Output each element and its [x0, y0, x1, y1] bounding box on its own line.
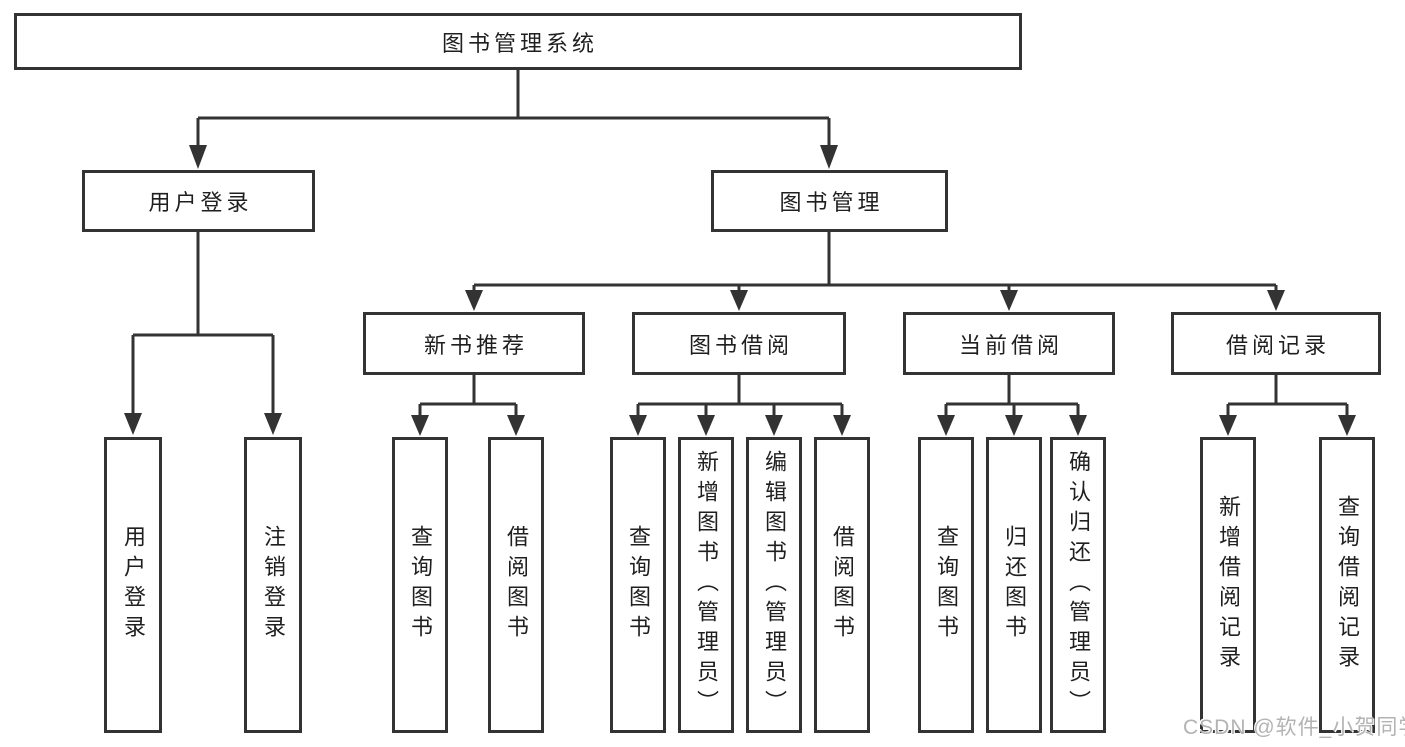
node-root-label: 图书管理系统: [441, 30, 598, 56]
arrowhead: [1005, 415, 1023, 436]
arrowhead: [629, 415, 647, 436]
node-current-borrow: 当前借阅: [903, 312, 1115, 375]
leaf-return-book-label: 归还图书: [1002, 525, 1027, 645]
leaf-logout: 注销登录: [244, 437, 302, 733]
arrowhead: [1069, 415, 1087, 436]
connector-records-to-leaves: [1226, 375, 1349, 417]
connector-bookmgmt-to-level3: [472, 232, 1278, 292]
arrowhead: [124, 413, 142, 435]
leaf-add-borrow-record-label: 新增借阅记录: [1216, 495, 1241, 675]
node-root: 图书管理系统: [14, 13, 1022, 70]
arrowhead: [189, 145, 207, 169]
leaf-edit-book-admin: 编辑图书（管理员）: [746, 437, 802, 733]
node-borrow-records: 借阅记录: [1171, 312, 1381, 375]
arrowhead: [1000, 290, 1018, 311]
leaf-borrow-book-recommend-label: 借阅图书: [504, 525, 529, 645]
node-book-management: 图书管理: [711, 170, 948, 232]
arrowhead: [697, 415, 715, 436]
node-book-borrow-label: 图书借阅: [688, 332, 793, 358]
arrowhead: [1219, 415, 1237, 436]
connector-newbook-to-leaves: [418, 375, 518, 417]
arrowhead: [1338, 415, 1356, 436]
node-user-login: 用户登录: [82, 170, 315, 232]
csdn-watermark: CSDN @软件_小贺同学: [1183, 716, 1405, 739]
arrowhead: [833, 415, 851, 436]
connector-userlogin-to-leaves: [131, 232, 275, 415]
leaf-query-book-borrow-label: 查询图书: [626, 525, 651, 645]
leaf-add-book-admin: 新增图书（管理员）: [678, 437, 734, 733]
node-borrow-records-label: 借阅记录: [1225, 332, 1330, 358]
leaf-query-book-borrow: 查询图书: [610, 437, 666, 733]
leaf-confirm-return-admin: 确认归还（管理员）: [1050, 437, 1106, 733]
arrowhead: [507, 415, 525, 436]
node-user-login-label: 用户登录: [148, 190, 253, 215]
arrowhead: [411, 415, 429, 436]
leaf-user-login: 用户登录: [104, 437, 162, 733]
leaf-query-book-current-label: 查询图书: [934, 525, 959, 645]
arrowhead: [820, 145, 838, 169]
node-new-book-recommend: 新书推荐: [363, 312, 585, 375]
leaf-return-book: 归还图书: [986, 437, 1042, 733]
leaf-add-book-admin-label: 新增图书（管理员）: [694, 450, 719, 720]
arrowhead: [937, 415, 955, 436]
leaf-user-login-label: 用户登录: [121, 525, 146, 645]
node-current-borrow-label: 当前借阅: [958, 332, 1063, 358]
arrowhead: [730, 290, 748, 311]
leaf-query-book-current: 查询图书: [918, 437, 974, 733]
leaf-borrow-book: 借阅图书: [814, 437, 870, 733]
node-book-management-label: 图书管理: [779, 190, 884, 215]
connector-borrow-to-leaves: [636, 375, 844, 417]
leaf-borrow-book-label: 借阅图书: [830, 525, 855, 645]
leaf-edit-book-admin-label: 编辑图书（管理员）: [762, 450, 787, 720]
leaf-logout-label: 注销登录: [261, 525, 286, 645]
leaf-confirm-return-admin-label: 确认归还（管理员）: [1066, 450, 1091, 720]
connector-root-to-level2: [196, 70, 831, 147]
leaf-query-borrow-record-label: 查询借阅记录: [1335, 495, 1360, 675]
arrowhead: [465, 290, 483, 311]
arrowhead: [1267, 290, 1285, 311]
leaf-query-borrow-record: 查询借阅记录: [1319, 437, 1375, 733]
leaf-borrow-book-recommend: 借阅图书: [488, 437, 544, 733]
node-new-book-recommend-label: 新书推荐: [423, 332, 528, 358]
connector-current-to-leaves: [944, 375, 1080, 417]
arrowhead: [264, 413, 282, 435]
leaf-add-borrow-record: 新增借阅记录: [1200, 437, 1256, 733]
arrowhead: [765, 415, 783, 436]
leaf-query-book-recommend: 查询图书: [392, 437, 448, 733]
node-book-borrow: 图书借阅: [632, 312, 846, 375]
leaf-query-book-recommend-label: 查询图书: [408, 525, 433, 645]
